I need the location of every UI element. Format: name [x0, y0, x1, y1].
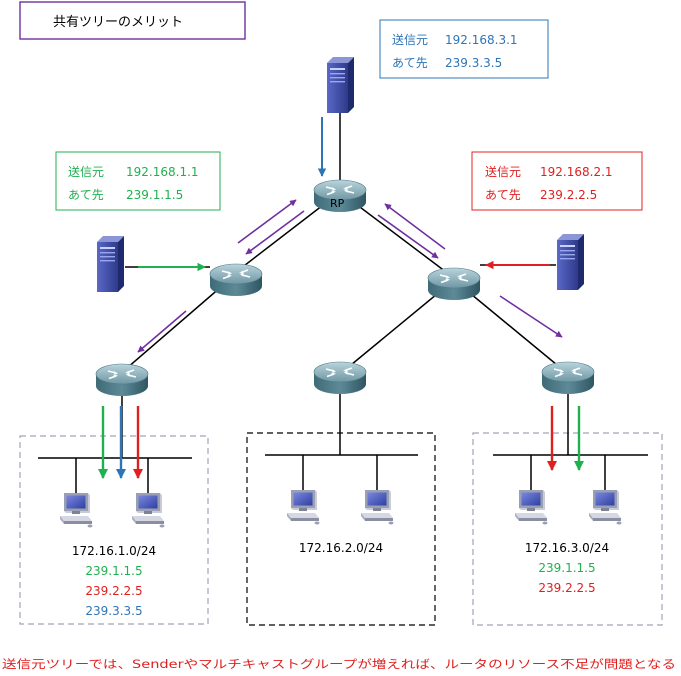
- source-left-dst-label: あて先: [68, 188, 104, 202]
- pc-subnet1-a: [60, 493, 93, 528]
- source-top-dst-label: あて先: [392, 56, 428, 70]
- subnet-box-right: [472, 432, 663, 626]
- subnet-left-group-3: 239.3.3.5: [85, 604, 142, 618]
- pc-subnet3-b: [589, 490, 622, 525]
- source-left-src-label: 送信元: [68, 164, 104, 179]
- source-info-left: 送信元 192.168.1.1 あて先 239.1.1.5: [55, 151, 221, 211]
- router-left: [209, 263, 263, 297]
- source-right-dst-group: 239.2.2.5: [540, 188, 597, 202]
- server-right: [557, 234, 584, 290]
- source-right-dst-label: あて先: [485, 188, 521, 202]
- source-top-dst-group: 239.3.3.5: [445, 56, 502, 70]
- pc-subnet1-b: [132, 493, 165, 528]
- source-info-right: 送信元 192.168.2.1 あて先 239.2.2.5: [471, 151, 643, 211]
- source-left-dst-group: 239.1.1.5: [126, 188, 183, 202]
- pc-subnet3-a: [515, 490, 548, 525]
- source-right-src-address: 192.168.2.1: [540, 165, 613, 179]
- subnet-box-center: [246, 432, 436, 626]
- source-left-src-address: 192.168.1.1: [126, 165, 199, 179]
- source-info-top: 送信元 192.168.3.1 あて先 239.3.3.5: [379, 19, 549, 79]
- lan-segments: [38, 454, 648, 495]
- subnet-right-group-1: 239.1.1.5: [538, 561, 595, 575]
- rp-label: RP: [330, 197, 345, 210]
- subnet-box-left: [19, 435, 209, 625]
- source-top-src-label: 送信元: [392, 32, 428, 47]
- diagram-title: 共有ツリーのメリット: [53, 15, 183, 30]
- subnet-left-network: 172.16.1.0/24: [72, 544, 156, 558]
- shared-tree-arrows: [137, 199, 563, 353]
- source-top-src-address: 192.168.3.1: [445, 33, 518, 47]
- subnet-right-network: 172.16.3.0/24: [525, 541, 609, 555]
- subnet-right-group-2: 239.2.2.5: [538, 581, 595, 595]
- footer-note: 送信元ツリーでは、Senderやマルチキャストグループが増えれば、ルータのリソー…: [2, 657, 676, 671]
- subnet-left-group-1: 239.1.1.5: [85, 564, 142, 578]
- title-box: [19, 1, 246, 40]
- pc-subnet2-a: [287, 490, 320, 525]
- router-bottom-right: [541, 361, 595, 395]
- subnet-left-group-2: 239.2.2.5: [85, 584, 142, 598]
- router-links: [119, 95, 569, 458]
- server-top: [327, 57, 354, 113]
- router-bottom-center: [313, 361, 367, 395]
- server-left: [97, 236, 124, 292]
- router-right: [427, 267, 481, 301]
- router-bottom-left: [95, 363, 149, 397]
- source-right-src-label: 送信元: [485, 164, 521, 179]
- subnet-center-network: 172.16.2.0/24: [299, 541, 383, 555]
- pc-subnet2-b: [361, 490, 394, 525]
